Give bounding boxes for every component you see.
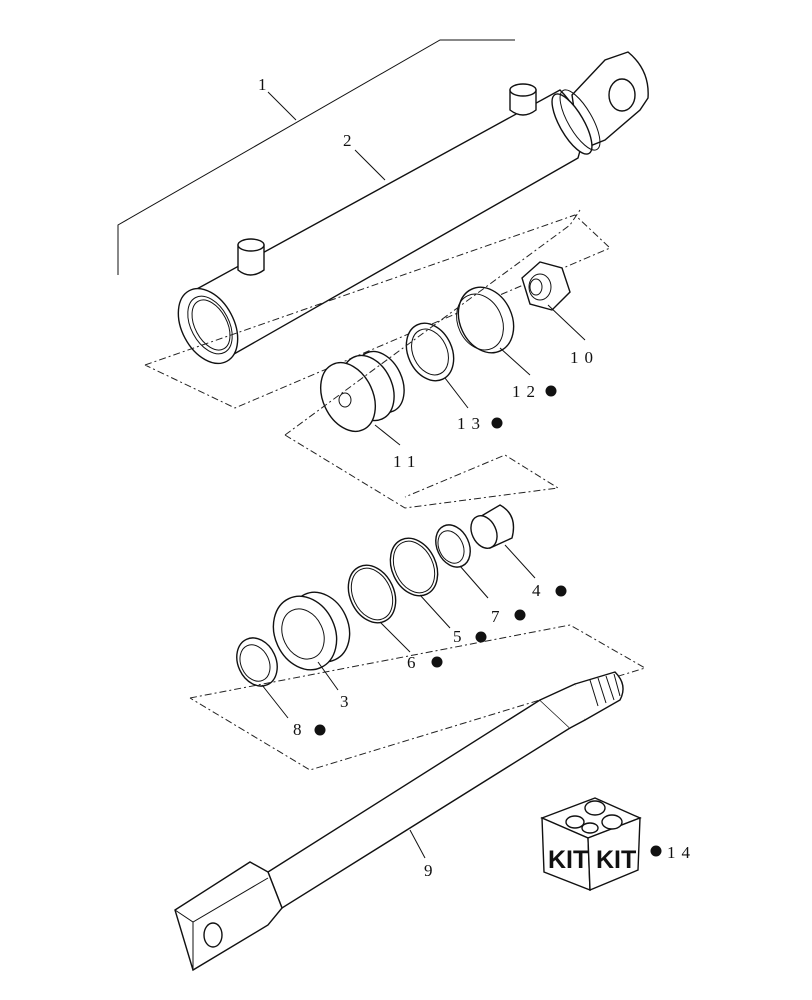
callout-4: 4 — [532, 581, 547, 600]
callout-8: 8 — [293, 720, 308, 739]
kit-marker-6 — [431, 656, 443, 668]
kit-marker-13 — [491, 417, 503, 429]
kit-marker-4 — [555, 585, 567, 597]
centerline-segment — [284, 209, 581, 436]
kit-marker-7 — [514, 609, 526, 621]
seal-kit-box: KIT KIT — [540, 797, 642, 892]
kit-marker-14 — [650, 845, 662, 857]
centerline-outline-upper — [144, 214, 611, 409]
callout-3: 3 — [340, 692, 355, 711]
piston-seal — [405, 322, 455, 382]
rod-seal — [435, 524, 471, 568]
callout-11: 11 — [393, 452, 421, 471]
kit-markers — [314, 385, 662, 857]
callout-9: 9 — [424, 861, 439, 880]
callout-13: 13 — [457, 414, 486, 433]
kit-label-left: KIT — [548, 846, 588, 874]
callout-6: 6 — [407, 653, 422, 672]
callout-14: 14 — [667, 843, 696, 862]
o-ring-large — [389, 537, 439, 597]
backup-ring — [347, 564, 397, 624]
kit-marker-5 — [475, 631, 487, 643]
piston-ring-wide — [456, 286, 515, 354]
rod-bushing — [470, 504, 515, 549]
kit-label-right: KIT — [596, 846, 636, 874]
assembly-bracket — [117, 39, 515, 275]
piston-rod — [174, 671, 624, 972]
kit-marker-8 — [314, 724, 326, 736]
centerline-outline-lower — [189, 624, 647, 771]
kit-marker-12 — [545, 385, 557, 397]
callout-2: 2 — [343, 131, 358, 150]
callout-12: 12 — [512, 382, 541, 401]
leader-lines — [261, 91, 586, 859]
wiper-seal — [236, 637, 278, 687]
piston — [320, 350, 405, 432]
cylinder-gland — [272, 591, 351, 671]
callout-7: 7 — [491, 607, 506, 626]
callout-10: 10 — [570, 348, 599, 367]
lock-nut — [521, 261, 571, 311]
callout-1: 1 — [258, 75, 273, 94]
cylinder-barrel — [177, 51, 649, 365]
centerline-outline-middle — [284, 434, 560, 509]
callout-5: 5 — [453, 627, 468, 646]
